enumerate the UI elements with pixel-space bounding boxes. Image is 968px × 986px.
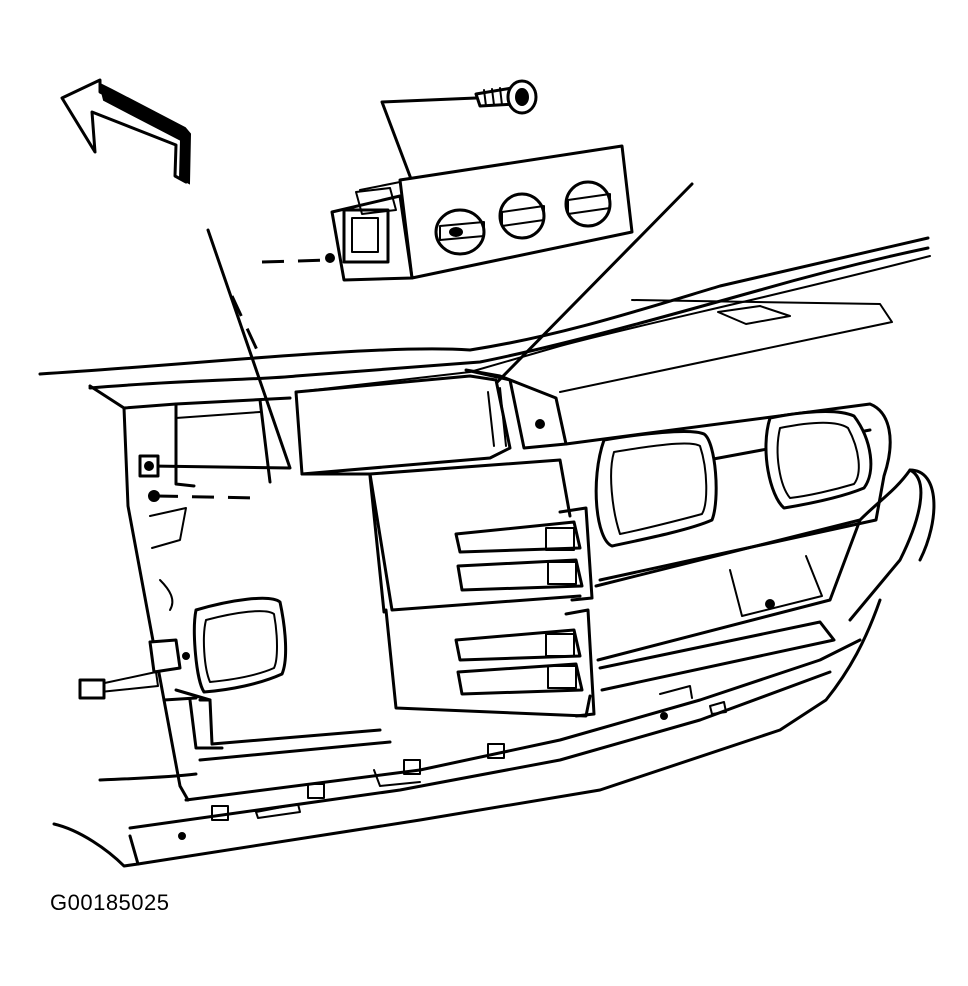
duct-outlet-lower (454, 608, 596, 718)
alignment-line-horizontal (261, 258, 331, 264)
control-knob-middle (498, 192, 546, 240)
forward-direction-arrow-icon (60, 78, 192, 185)
fastener-hole-lower (148, 490, 160, 502)
heater-control-module (325, 144, 634, 282)
control-knob-left (434, 208, 486, 256)
module-leader-bracket (148, 228, 292, 470)
beam-opening-right (764, 410, 873, 510)
alignment-line-lower (155, 494, 259, 500)
beam-opening-left (594, 430, 718, 548)
instrument-panel-carrier (38, 236, 936, 868)
figure-id-label: G00185025 (50, 890, 170, 915)
fastener-hole-upper (138, 454, 160, 478)
alignment-line-vertical (230, 295, 260, 353)
mounting-screw-icon (474, 79, 538, 115)
duct-outlet-upper (454, 506, 594, 602)
control-knob-right (564, 180, 612, 228)
